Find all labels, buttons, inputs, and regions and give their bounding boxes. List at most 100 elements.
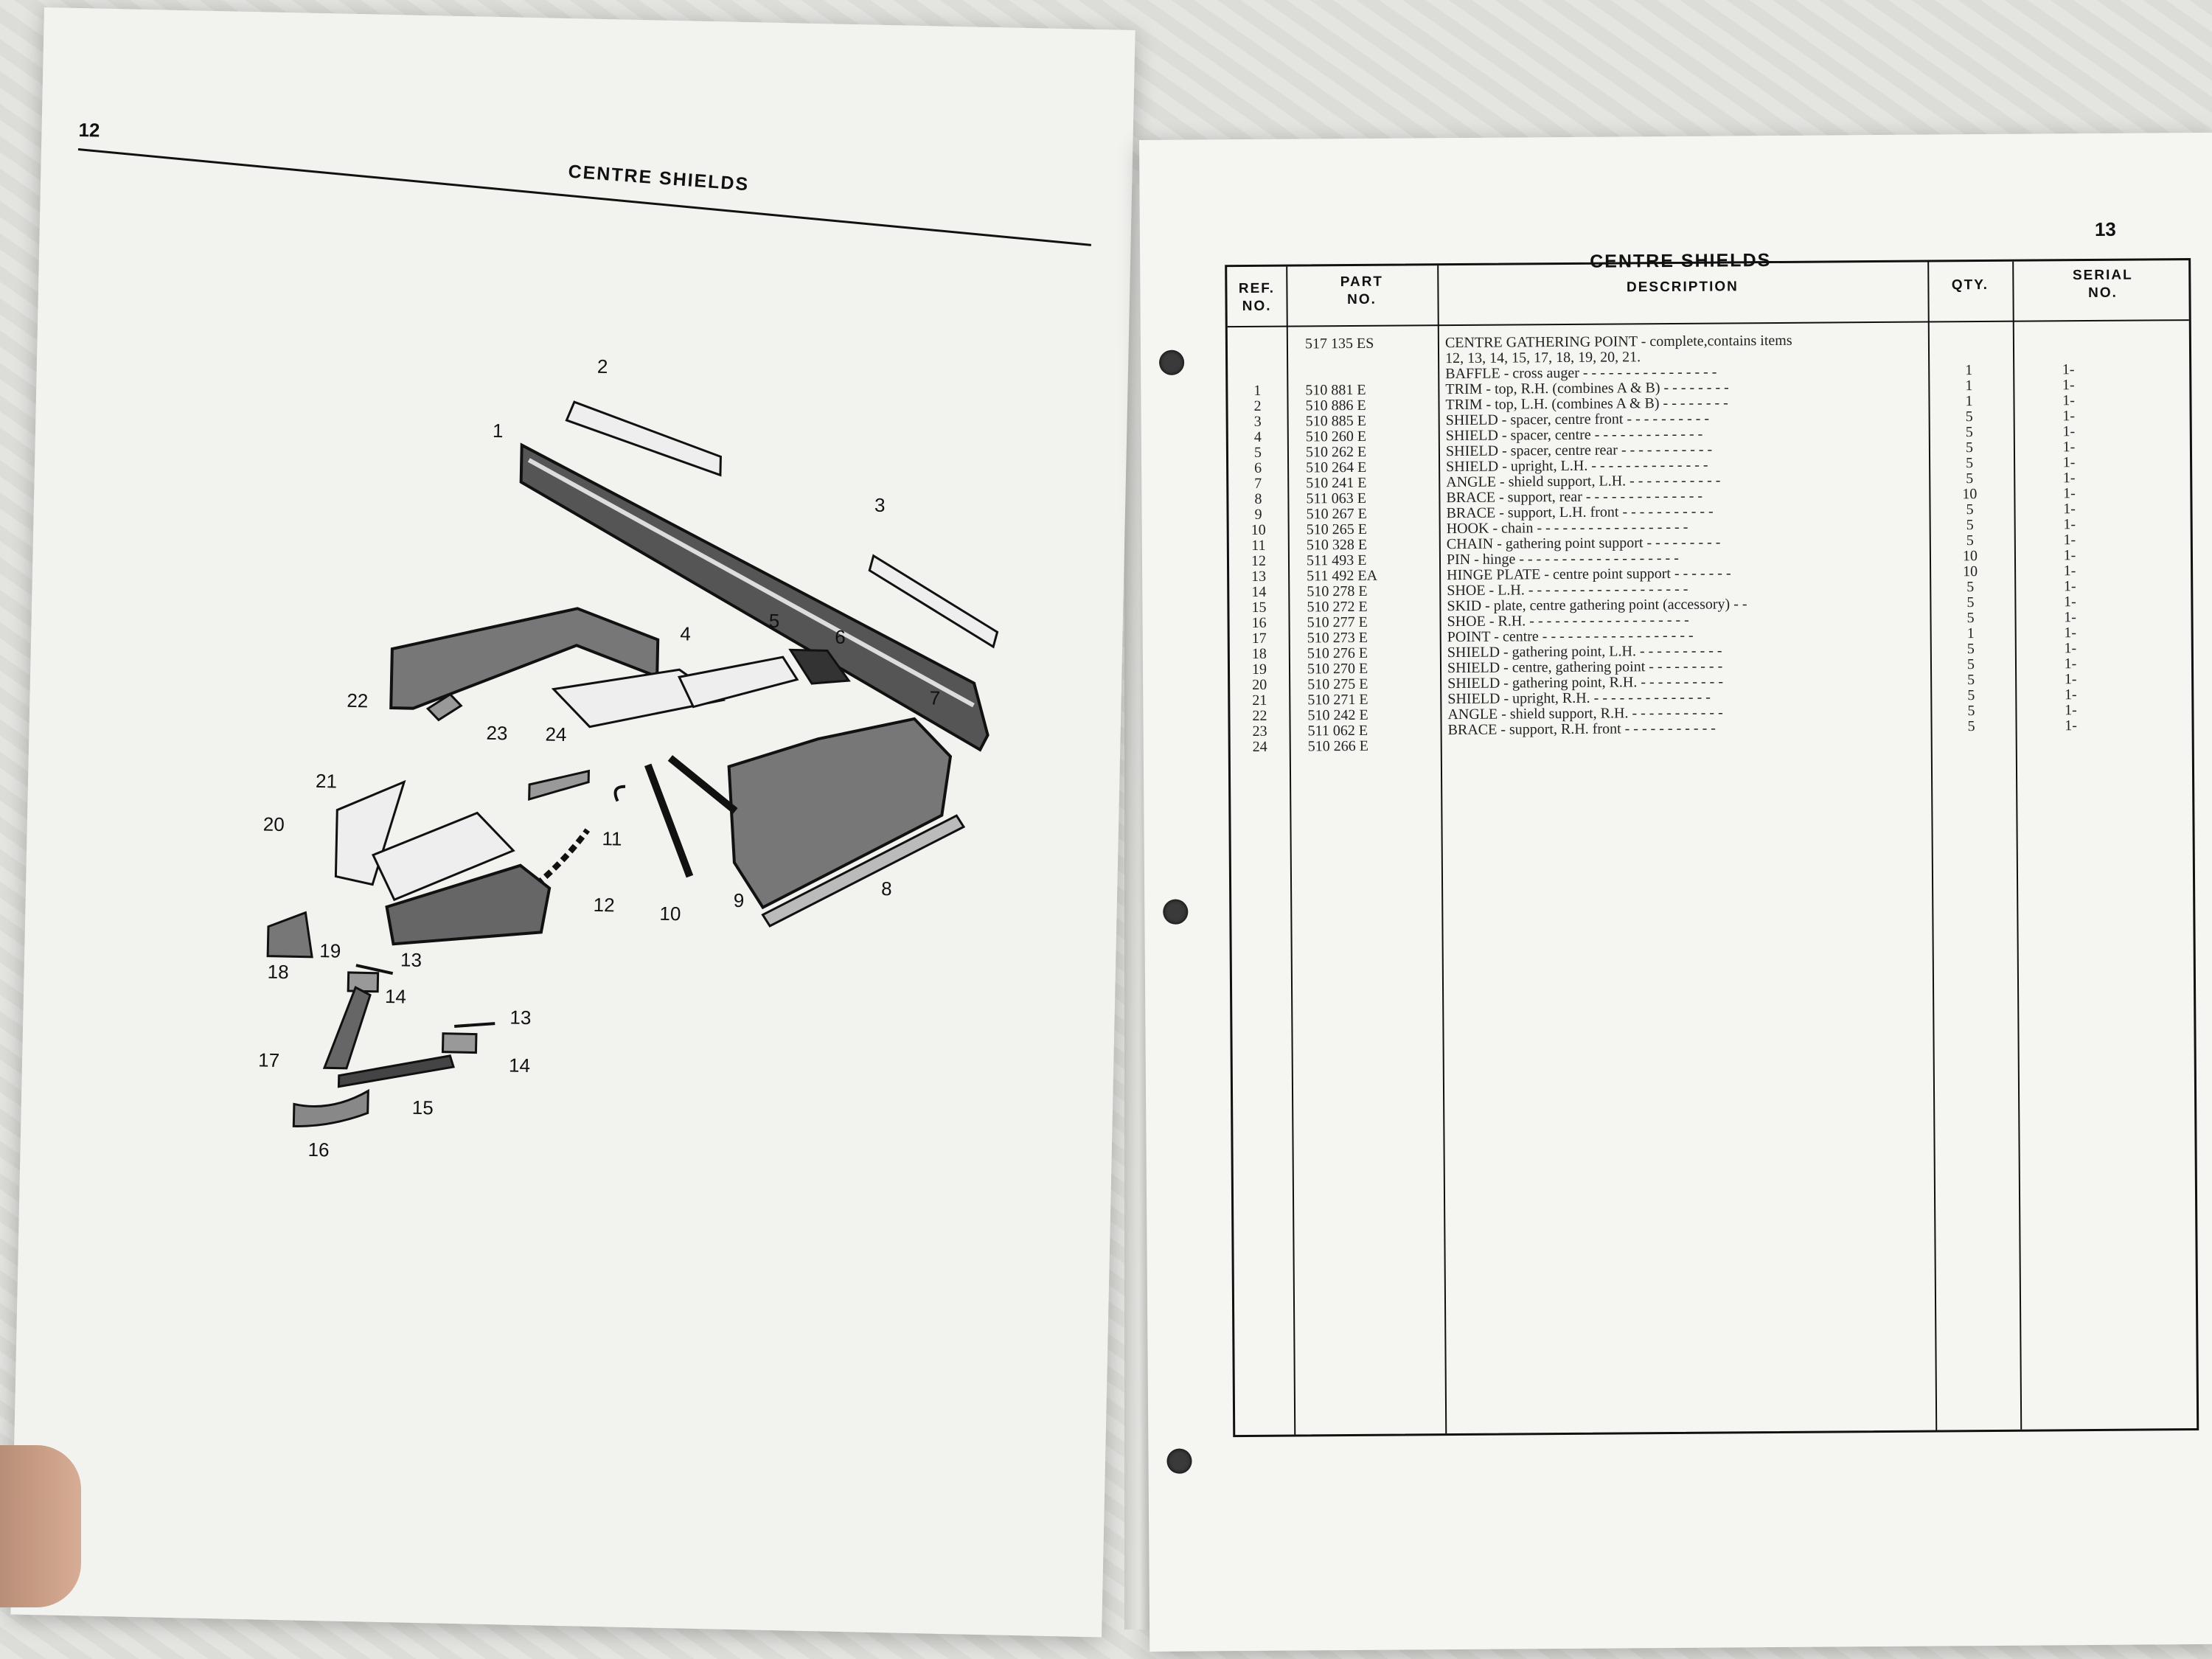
cell-ref: 24: [1252, 738, 1267, 755]
cell-qty: 5: [1966, 517, 1974, 534]
binder-hole-middle: [1163, 899, 1189, 925]
cell-part: 510 278 E: [1307, 582, 1368, 600]
cell-qty: [1935, 347, 2002, 348]
page-number-left: 12: [78, 119, 100, 142]
cell-serial: 1-: [2064, 609, 2076, 626]
cell-part: 510 267 E: [1306, 505, 1367, 523]
cell-qty: 5: [1966, 470, 1974, 487]
cell-ref: 8: [1254, 490, 1262, 507]
header-divider: [1227, 319, 2189, 328]
cell-serial: 1-: [2063, 532, 2076, 549]
cell-part: 510 270 E: [1307, 660, 1368, 678]
cell-part: [1305, 366, 1408, 367]
callout-17: 17: [258, 1048, 280, 1071]
cell-qty: 10: [1963, 563, 1978, 580]
binder-hole-top: [1158, 349, 1185, 375]
cell-part: 511 063 E: [1306, 490, 1366, 507]
cell-serial: 1-: [2065, 717, 2077, 734]
cell-qty: 10: [1962, 486, 1978, 503]
cell-qty: 5: [1966, 610, 1975, 627]
part-14b-plate: [441, 1032, 478, 1054]
cell-ref: 11: [1251, 537, 1266, 554]
cell-serial: 1-: [2062, 377, 2075, 394]
part-2-trim: [565, 400, 722, 477]
cell-qty: 5: [1967, 687, 1975, 704]
cell-serial: [2039, 331, 2098, 332]
cell-serial: 1-: [2062, 454, 2076, 471]
callout-13b: 13: [509, 1006, 532, 1029]
cell-part: 510 262 E: [1305, 443, 1367, 461]
cell-ref: 20: [1252, 676, 1267, 693]
cell-qty: [1935, 332, 2002, 333]
header-ref: REF. NO.: [1227, 280, 1286, 316]
callout-19: 19: [319, 939, 341, 962]
cell-part: 510 272 E: [1307, 598, 1368, 616]
cell-ref: 4: [1253, 428, 1262, 445]
callout-9: 9: [734, 889, 745, 911]
cell-serial: 1-: [2063, 563, 2076, 580]
cell-part: 510 885 E: [1305, 412, 1366, 430]
cell-ref: 12: [1251, 552, 1267, 569]
cell-serial: 1-: [2064, 640, 2077, 657]
part-7-shield: [727, 717, 953, 910]
header-description: DESCRIPTION: [1626, 279, 1739, 296]
cell-serial: 1-: [2062, 485, 2076, 502]
page-number-right: 13: [2094, 218, 2116, 240]
cell-serial: 1-: [2065, 702, 2077, 719]
cell-part: 510 266 E: [1307, 737, 1369, 755]
callout-15: 15: [412, 1096, 434, 1119]
thumb: [0, 1445, 81, 1607]
cell-qty: 1: [1966, 625, 1975, 642]
cell-qty: 5: [1965, 439, 1974, 456]
cell-ref: 17: [1251, 630, 1267, 647]
cell-qty: 5: [1967, 672, 1975, 689]
cell-part: 510 242 E: [1307, 706, 1368, 724]
cell-ref: 5: [1253, 444, 1262, 461]
cell-qty: 5: [1966, 579, 1975, 596]
part-19-shield: [385, 863, 552, 946]
callout-5: 5: [768, 610, 779, 632]
part-23-angle: [425, 692, 463, 722]
callout-2: 2: [597, 355, 608, 378]
cell-part: 510 275 E: [1307, 675, 1368, 693]
part-8-angle: [761, 814, 966, 928]
part-21-shield: [334, 779, 406, 886]
cell-serial: 1-: [2062, 439, 2076, 456]
callout-14b: 14: [509, 1054, 531, 1077]
cell-ref: 19: [1251, 661, 1267, 678]
part-18-shield: [266, 911, 313, 959]
cell-qty: 10: [1962, 548, 1978, 565]
cell-part: 511 492 EA: [1307, 567, 1378, 585]
cell-ref: 9: [1254, 506, 1262, 523]
part-9-brace: [667, 755, 738, 814]
cell-part: 510 241 E: [1306, 474, 1367, 492]
callout-7: 7: [929, 686, 940, 709]
part-6-shield: [788, 648, 851, 685]
cell-qty: 5: [1966, 641, 1975, 658]
cell-ref: 13: [1251, 568, 1267, 585]
cell-serial: 1-: [2063, 547, 2076, 564]
cell-qty: 5: [1967, 718, 1975, 735]
callout-10: 10: [659, 902, 681, 925]
cell-part: 510 273 E: [1307, 629, 1368, 647]
header-part: PART NO.: [1286, 273, 1437, 309]
cell-qty: 1: [1965, 393, 1973, 410]
callout-20: 20: [263, 813, 285, 835]
part-24-brace: [528, 769, 591, 801]
left-page: 12 CENTRE SHIELDS: [10, 7, 1135, 1638]
cell-qty: 1: [1965, 378, 1973, 394]
part-15-skid: [337, 1054, 455, 1088]
part-14-plate: [347, 971, 380, 993]
cell-serial: 1-: [2064, 655, 2077, 672]
part-16-shoe: [292, 1088, 369, 1127]
cell-qty: 5: [1966, 594, 1975, 611]
cell-serial: 1-: [2064, 686, 2077, 703]
cell-serial: 1-: [2063, 516, 2076, 533]
part-3-trim: [868, 554, 999, 649]
cell-serial: 1-: [2062, 361, 2075, 378]
cell-serial: 1-: [2063, 594, 2076, 611]
callout-13: 13: [400, 948, 422, 971]
cell-part: 510 886 E: [1305, 397, 1366, 414]
header-ref-line2: NO.: [1242, 298, 1272, 315]
cell-ref: 15: [1251, 599, 1267, 616]
